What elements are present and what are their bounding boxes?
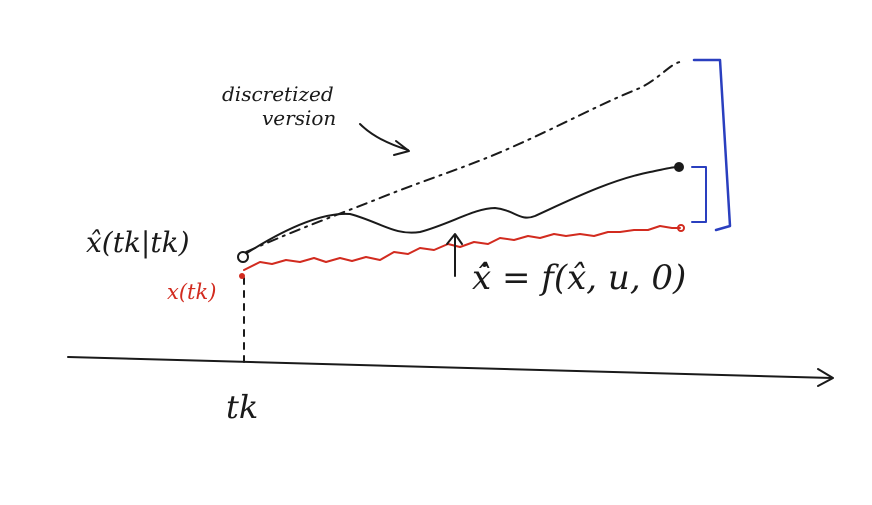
discretized-pointer-arrowhead (393, 140, 410, 156)
time-tick-label: tk (226, 388, 259, 426)
time-axis-arrowhead (817, 368, 834, 387)
discretized-version-label: discretized version (222, 82, 336, 130)
discretized-pointer-arrow (359, 123, 409, 151)
true-state-trajectory (243, 225, 681, 271)
true-state-start-point (239, 273, 245, 279)
ode-pointer-arrowhead (446, 233, 463, 245)
ode-equation-label: x̂̇ = f(x̂, u, 0) (472, 258, 687, 298)
true-state-end-point (677, 224, 685, 232)
discretization-error-bracket (692, 58, 732, 232)
discretized-label-line1: discretized (222, 82, 334, 106)
true-initial-label: x(tk) (167, 280, 217, 304)
discretized-trajectory (245, 61, 681, 253)
estimate-error-bracket (691, 166, 707, 223)
estimate-end-point (674, 162, 684, 172)
estimate-start-point (237, 251, 249, 263)
continuous-estimate-trajectory (246, 166, 679, 254)
estimate-initial-label: x̂(tk|tk) (86, 226, 190, 259)
discretized-label-line2: version (262, 106, 337, 130)
time-axis (67, 356, 833, 379)
